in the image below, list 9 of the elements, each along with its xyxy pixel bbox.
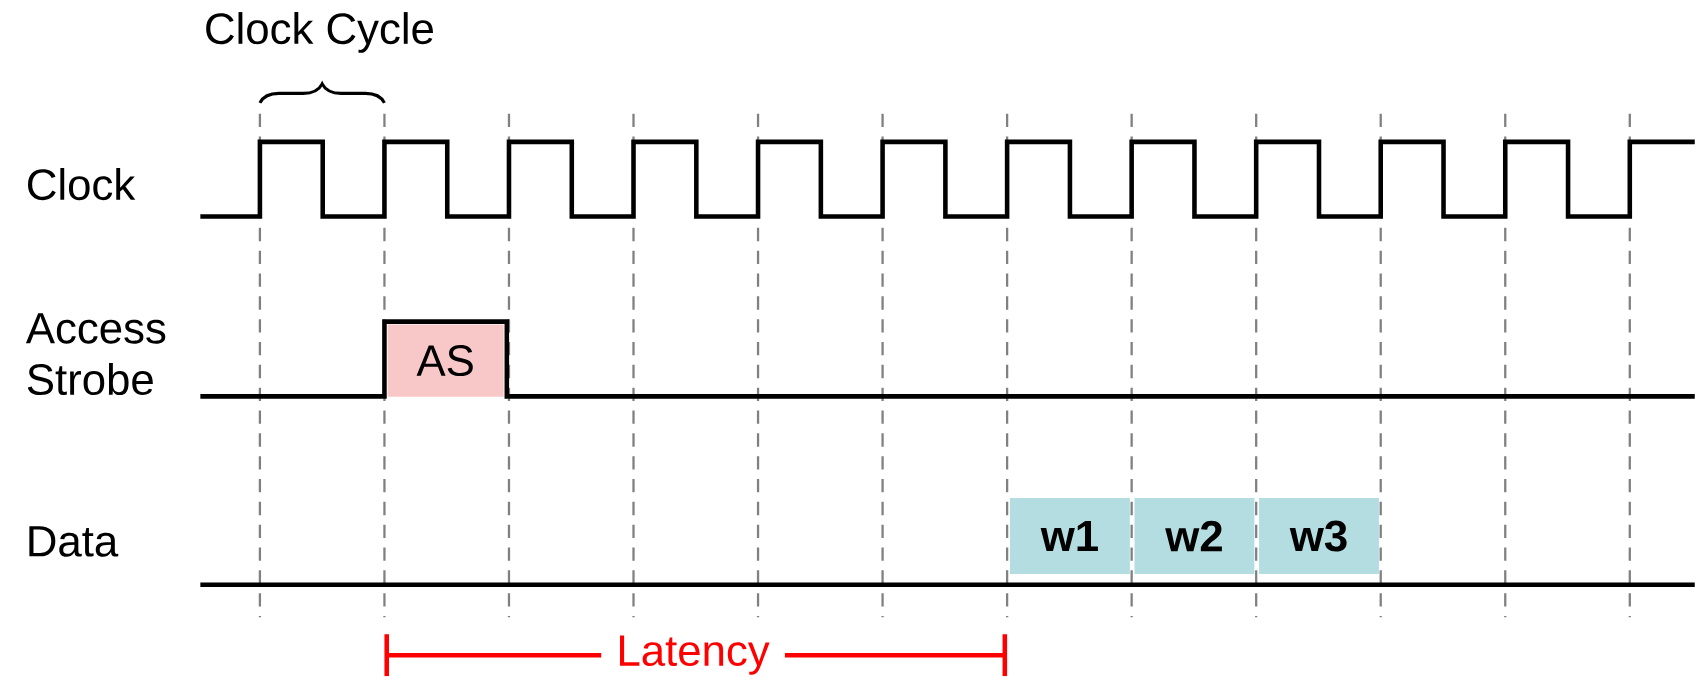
dimension-label: Latency [601, 620, 785, 681]
strobe-box: AS [387, 324, 504, 397]
signal-label: Data [29, 526, 119, 557]
signal-label: Access Strobe [25, 313, 166, 395]
data-word-box: w1 [1010, 497, 1130, 575]
data-word-box: w2 [1134, 497, 1255, 575]
signal-label: Clock [28, 167, 136, 201]
data-word-box: w3 [1259, 497, 1379, 575]
bracket-label: Clock Cycle [206, 12, 433, 53]
